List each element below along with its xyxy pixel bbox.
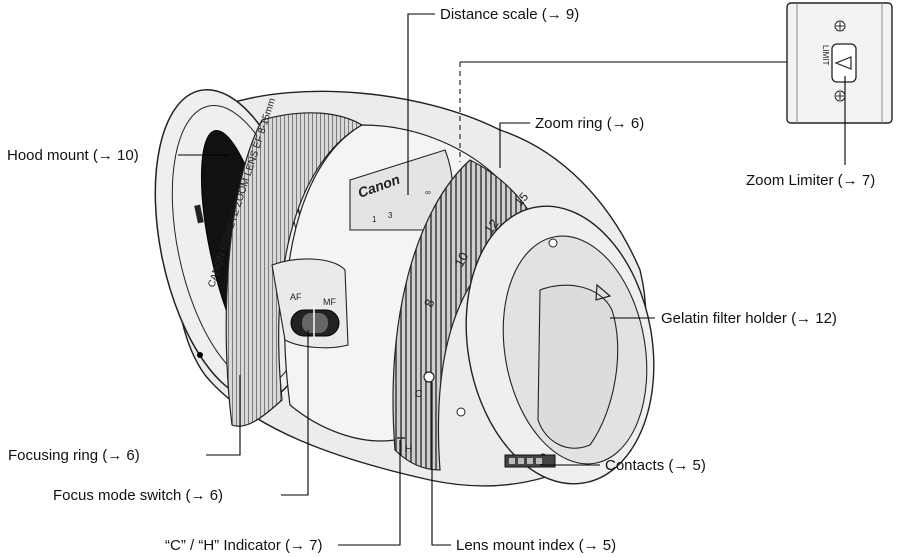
lens-mount-index (423, 371, 435, 383)
label-distance-scale: Distance scale (→ 9) (440, 6, 579, 23)
focusing-ring (225, 112, 364, 427)
distance-mark-3: ∞ (425, 188, 431, 197)
zoom-mark-10: 10 (451, 250, 471, 270)
label-lens-mount-index: Lens mount index (→ 5) (456, 537, 616, 554)
switch-af-label: AF (290, 292, 302, 302)
label-focus-mode-switch: Focus mode switch (→ 6) (53, 487, 223, 504)
lens-body: CANON FISHEYE ZOOM LENS EF 8-15mm 1 3 ∞ … (154, 88, 655, 487)
label-contacts: Contacts (→ 5) (605, 457, 706, 474)
callout-labels: Distance scale (→ 9) Zoom ring (→ 6) Hoo… (7, 6, 875, 554)
lens-mount (423, 205, 655, 485)
indicator-h: H (405, 444, 412, 455)
label-gelatin-filter-holder: Gelatin filter holder (→ 12) (661, 310, 837, 327)
indicator-c: C (415, 389, 422, 400)
label-c-h-indicator: “C” / “H” Indicator (→ 7) (165, 537, 323, 554)
label-zoom-limiter: Zoom Limiter (→ 7) (746, 172, 875, 189)
zoom-limiter-inset: LIMIT (786, 2, 893, 124)
label-focusing-ring: Focusing ring (→ 6) (8, 447, 140, 464)
focus-mode-switch: AF MF (271, 258, 349, 349)
hood-mount-dot (197, 352, 203, 358)
contacts (504, 454, 556, 468)
label-hood-mount: Hood mount (→ 10) (7, 147, 139, 164)
switch-mf-label: MF (323, 297, 336, 307)
distance-mark-1: 1 (372, 215, 377, 224)
distance-mark-2: 3 (388, 211, 393, 220)
leader-lines (178, 13, 846, 546)
limit-label: LIMIT (821, 45, 830, 66)
gelatin-filter-holder (537, 284, 619, 449)
label-zoom-ring: Zoom ring (→ 6) (535, 115, 644, 132)
c-h-indicator: C H (397, 389, 422, 455)
